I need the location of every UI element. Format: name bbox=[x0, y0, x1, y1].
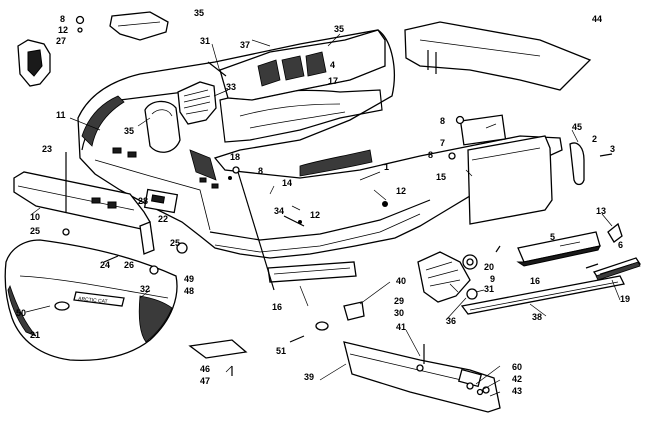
callout-c25b: 25 bbox=[170, 238, 180, 248]
callout-c32: 32 bbox=[140, 284, 150, 294]
part-44-plate bbox=[404, 21, 592, 91]
callout-c16b: 16 bbox=[272, 302, 282, 312]
callout-c45: 45 bbox=[572, 122, 582, 132]
callout-c1: 1 bbox=[384, 162, 389, 172]
decal-text: ARCTIC CAT bbox=[78, 296, 108, 305]
callout-c14: 14 bbox=[282, 178, 292, 188]
washer-51 bbox=[315, 321, 329, 331]
callout-c8c: 8 bbox=[428, 150, 433, 160]
callout-c3: 3 bbox=[610, 144, 615, 154]
callout-c35a: 35 bbox=[194, 8, 204, 18]
callout-c8a: 8 bbox=[60, 14, 65, 24]
callout-c12b: 12 bbox=[396, 186, 406, 196]
callout-c60: 60 bbox=[512, 362, 522, 372]
bracket-40 bbox=[343, 301, 365, 321]
callout-c48: 48 bbox=[184, 286, 194, 296]
callout-c31b: 31 bbox=[484, 284, 494, 294]
callout-c5: 5 bbox=[550, 232, 555, 242]
callout-c15: 15 bbox=[436, 172, 446, 182]
right-side-panel bbox=[459, 114, 553, 225]
callout-c28: 28 bbox=[138, 196, 148, 206]
callout-c20: 20 bbox=[484, 262, 494, 272]
callout-c23: 23 bbox=[42, 144, 52, 154]
small-hardware bbox=[62, 15, 623, 396]
callout-c34: 34 bbox=[274, 206, 284, 216]
callout-c35c: 35 bbox=[124, 126, 134, 136]
callout-c39: 39 bbox=[304, 372, 314, 382]
callout-c4: 4 bbox=[330, 60, 335, 70]
callout-c38: 38 bbox=[532, 312, 542, 322]
mount-plate bbox=[143, 188, 179, 214]
console-panel bbox=[219, 29, 386, 101]
callout-c41: 41 bbox=[396, 322, 406, 332]
callout-c25a: 25 bbox=[30, 226, 40, 236]
tow-handle bbox=[17, 39, 51, 87]
callout-c40: 40 bbox=[396, 276, 406, 286]
steering-post-boss bbox=[144, 100, 181, 153]
callout-c7: 7 bbox=[440, 138, 445, 148]
leader-lines bbox=[25, 33, 621, 397]
callout-c43: 43 bbox=[512, 386, 522, 396]
rail-19 bbox=[592, 257, 642, 281]
boot-29 bbox=[417, 251, 478, 303]
plate-46 bbox=[188, 339, 248, 359]
grommet-20 bbox=[462, 254, 478, 270]
top-bracket bbox=[109, 11, 169, 41]
callout-c22: 22 bbox=[158, 214, 168, 224]
callout-labels: 8 12 27 35 31 37 35 4 17 44 11 33 35 8 7… bbox=[16, 8, 630, 396]
callout-c31a: 31 bbox=[200, 36, 210, 46]
callout-c37: 37 bbox=[240, 40, 250, 50]
bumper-strip bbox=[569, 142, 585, 186]
callout-c50: 50 bbox=[16, 308, 26, 318]
callout-c19: 19 bbox=[620, 294, 630, 304]
callout-c47: 47 bbox=[200, 376, 210, 386]
bracket-26 bbox=[139, 221, 155, 255]
callout-c16a: 16 bbox=[530, 276, 540, 286]
callout-c36: 36 bbox=[446, 316, 456, 326]
skid-plate bbox=[343, 341, 501, 413]
callout-c29: 29 bbox=[394, 296, 404, 306]
callout-c21: 21 bbox=[30, 330, 40, 340]
callout-c35b: 35 bbox=[334, 24, 344, 34]
callout-c46: 46 bbox=[200, 364, 210, 374]
callout-c49: 49 bbox=[184, 274, 194, 284]
callout-c10: 10 bbox=[30, 212, 40, 222]
callout-c42: 42 bbox=[512, 374, 522, 384]
callout-c26: 26 bbox=[124, 260, 134, 270]
callout-c12c: 12 bbox=[310, 210, 320, 220]
callout-c33: 33 bbox=[226, 82, 236, 92]
callout-c12a: 12 bbox=[58, 25, 68, 35]
callout-c6: 6 bbox=[618, 240, 623, 250]
callout-c30: 30 bbox=[394, 308, 404, 318]
callout-c24: 24 bbox=[100, 260, 110, 270]
callout-c18: 18 bbox=[230, 152, 240, 162]
callout-c51: 51 bbox=[276, 346, 286, 356]
callout-c8b: 8 bbox=[440, 116, 445, 126]
running-board-rail bbox=[516, 231, 601, 267]
nose-fairing: ARCTIC CAT bbox=[4, 239, 178, 362]
callout-c27: 27 bbox=[56, 36, 66, 46]
steering-boot bbox=[177, 81, 217, 125]
center-strip bbox=[267, 261, 357, 283]
rail-38 bbox=[460, 275, 625, 315]
callout-c44: 44 bbox=[592, 14, 602, 24]
callout-c9: 9 bbox=[490, 274, 495, 284]
callout-c11: 11 bbox=[56, 110, 66, 120]
callout-c17: 17 bbox=[328, 76, 338, 86]
callout-c13: 13 bbox=[596, 206, 606, 216]
callout-c8d: 8 bbox=[258, 166, 263, 176]
callout-c2: 2 bbox=[592, 134, 597, 144]
